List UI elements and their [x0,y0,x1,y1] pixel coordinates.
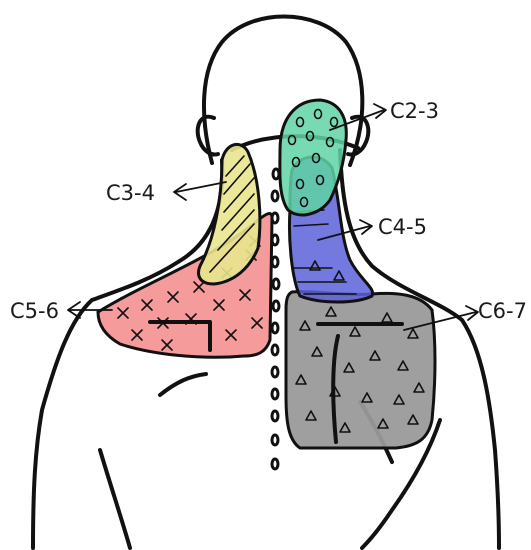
label-c56: C5-6 [10,299,59,323]
label-c45: C4-5 [378,215,427,239]
label-c34: C3-4 [106,181,155,205]
label-c23: C2-3 [390,99,439,123]
spine-dots [272,169,279,469]
label-c67: C6-7 [478,299,527,323]
region-c67 [286,292,435,448]
region-c34 [199,144,260,284]
